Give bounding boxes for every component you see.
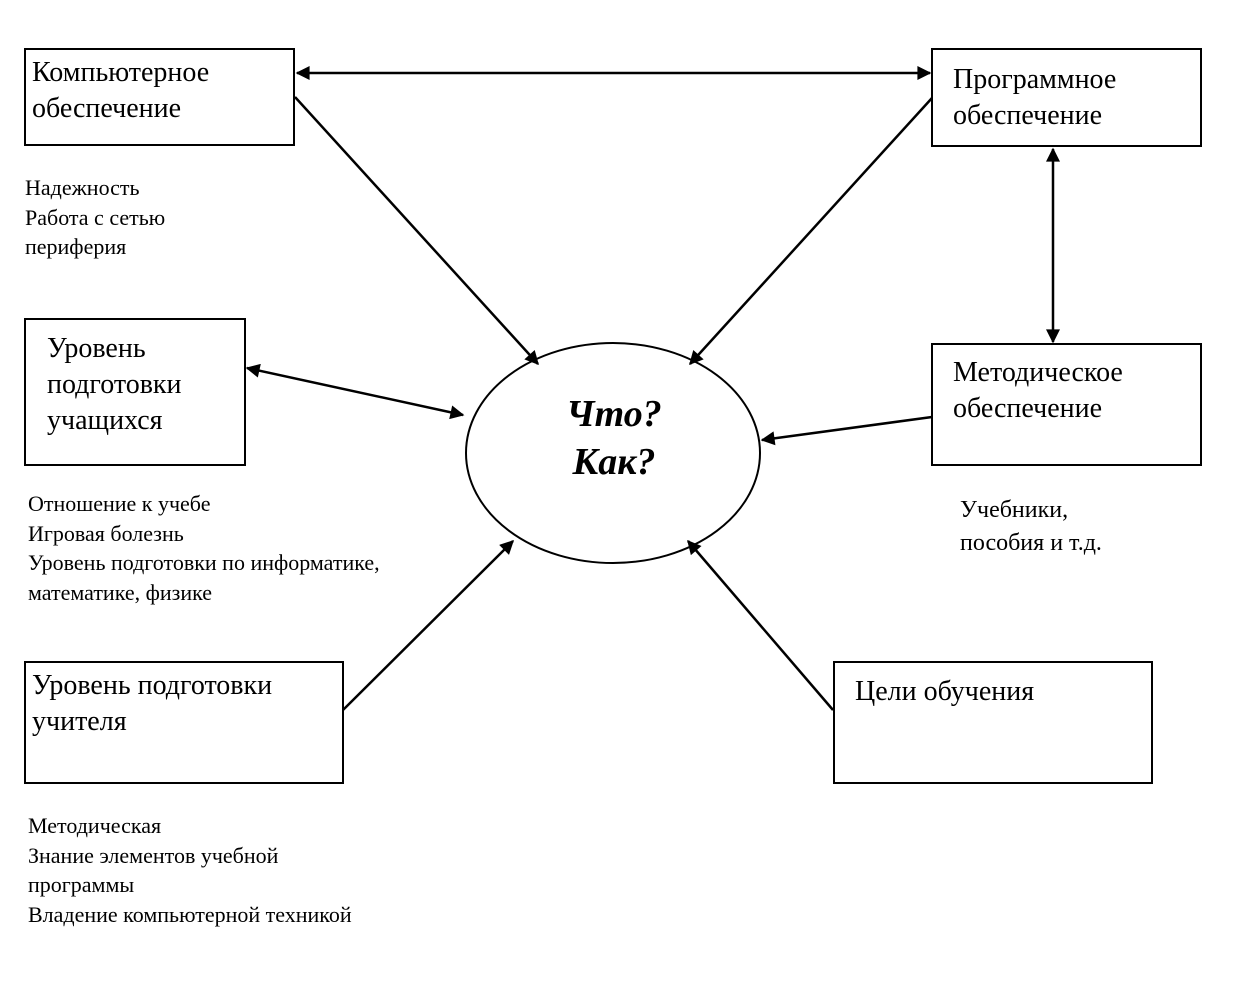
computer-title: Компьютерное обеспечение (32, 57, 210, 124)
teacher-title: Уровень подготовки учителя (32, 670, 273, 737)
notes-teacher: Методическая Знание элементов учебной пр… (28, 813, 352, 927)
notes-methodical: Учебники, пособия и т.д. (960, 497, 1102, 556)
students-title: Уровень подготовки учащихся (47, 333, 182, 436)
goals-title: Цели обучения (855, 676, 1035, 707)
box-software: Программное обеспечение (931, 48, 1202, 147)
center-label: Что? Как? (566, 393, 662, 483)
box-goals: Цели обучения (833, 661, 1153, 784)
notes-students: Отношение к учебе Игровая болезнь Уровен… (28, 491, 380, 605)
center-ellipse (465, 342, 761, 564)
arrow-methodical-center (760, 415, 933, 446)
software-title: Программное обеспечение (953, 64, 1117, 131)
arrow-computer-center (294, 96, 539, 366)
methodical-title: Методическое обеспечение (953, 357, 1123, 424)
box-teacher: Уровень подготовки учителя (24, 661, 344, 784)
notes-computer: Надежность Работа с сетью периферия (25, 175, 166, 259)
arrow-software-center (689, 97, 933, 366)
arrow-teacher-center (342, 540, 514, 711)
box-computer: Компьютерное обеспечение (24, 48, 295, 146)
arrow-goals-center (687, 539, 834, 711)
box-methodical: Методическое обеспечение (931, 343, 1202, 466)
arrow-students-center (245, 363, 465, 420)
box-students: Уровень подготовки учащихся (24, 318, 246, 466)
